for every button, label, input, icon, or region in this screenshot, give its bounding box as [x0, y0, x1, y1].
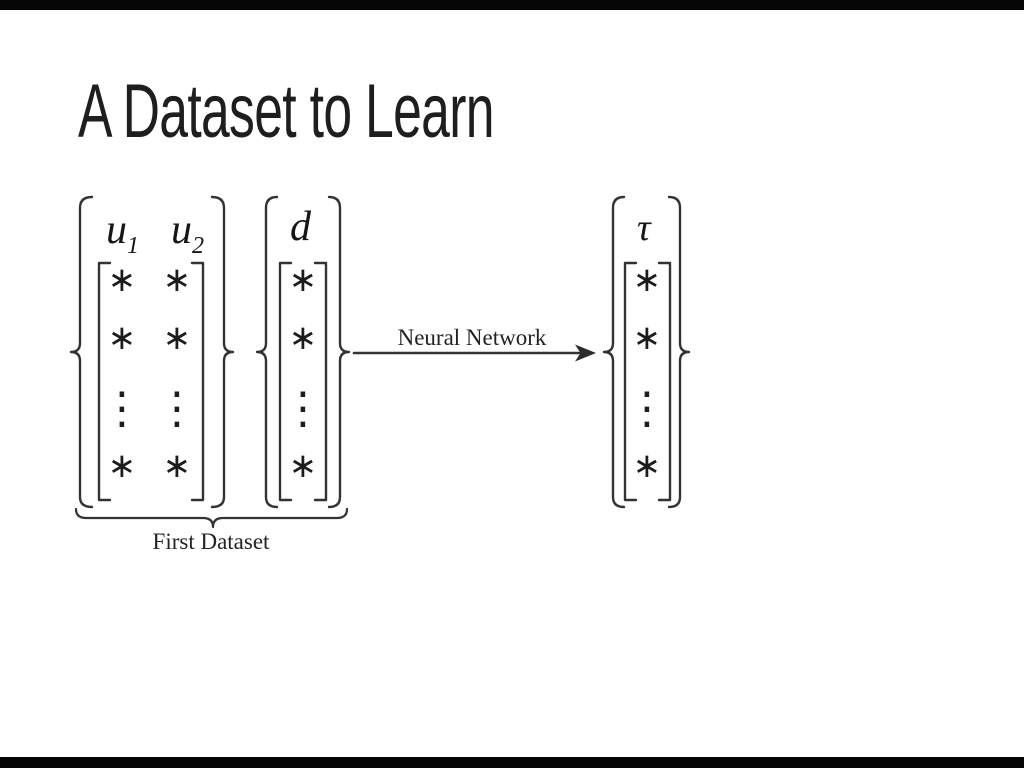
matrix2-left-bracket [278, 261, 293, 502]
slide-title: A Dataset to Learn [78, 69, 495, 154]
neural-network-label: Neural Network [398, 325, 547, 350]
matrix3-cell-3: ∗ [633, 446, 662, 486]
first-dataset-caption: First Dataset [153, 529, 271, 554]
first-dataset-underbrace [74, 507, 349, 529]
matrix3-left-brace [602, 195, 626, 509]
neural-network-arrowhead [575, 344, 596, 362]
matrix2-right-brace [327, 195, 351, 509]
matrix1-right-brace [210, 195, 235, 509]
matrix2-right-bracket [313, 261, 328, 502]
matrix1-col2-cell-3: ∗ [163, 446, 192, 486]
matrix1-col2-cell-1: ∗ [163, 260, 192, 300]
letterbox-bar-top [0, 0, 1024, 10]
matrix2-cell-3: ∗ [289, 446, 318, 486]
column-label-tau: τ [637, 207, 652, 249]
matrix1-col2-cell-2: ∗ [163, 318, 192, 358]
matrix1-col1-vdots: ⋮ [100, 383, 144, 434]
matrix2-vdots: ⋮ [281, 383, 325, 434]
column-label-u1-sub: 1 [127, 233, 139, 259]
matrix3-cell-2: ∗ [633, 318, 662, 358]
letterbox-bar-bottom [0, 757, 1024, 768]
matrix2-left-brace [255, 195, 279, 509]
matrix1-col2-vdots: ⋮ [155, 383, 199, 434]
matrix1-left-brace [69, 195, 94, 509]
matrix3-cell-1: ∗ [633, 260, 662, 300]
matrix1-right-bracket [190, 261, 205, 502]
column-label-u2: u [171, 207, 192, 253]
matrix2-cell-2: ∗ [289, 318, 318, 358]
matrix2-cell-1: ∗ [289, 260, 318, 300]
column-label-d: d [290, 204, 312, 250]
matrix1-col1-cell-3: ∗ [108, 446, 137, 486]
matrix3-left-bracket [623, 261, 638, 502]
matrix3-vdots: ⋮ [625, 383, 669, 434]
column-label-u1: u [106, 207, 127, 253]
matrix1-col1-cell-2: ∗ [108, 318, 137, 358]
column-label-u2-sub: 2 [192, 233, 204, 259]
matrix1-left-bracket [97, 261, 112, 502]
matrix1-col1-cell-1: ∗ [108, 260, 137, 300]
matrix3-right-brace [667, 195, 691, 509]
matrix3-right-bracket [657, 261, 672, 502]
